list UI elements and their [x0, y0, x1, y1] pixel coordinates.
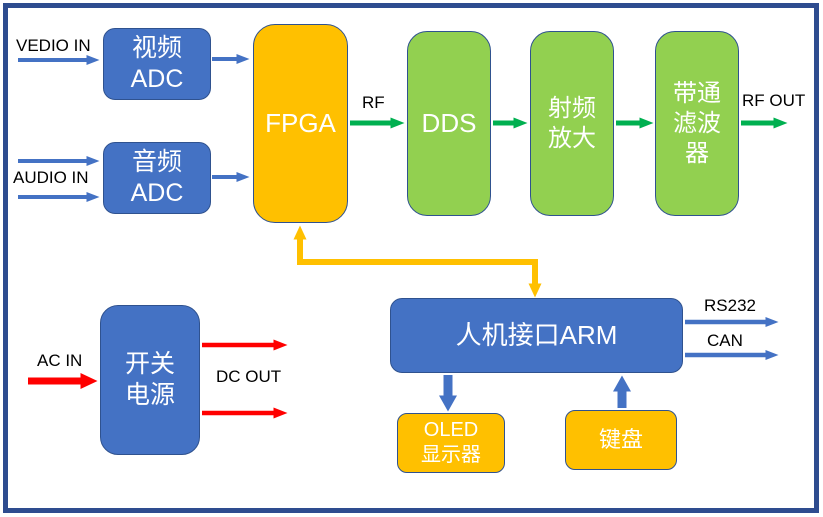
block-bandpass-filter: 带通 滤波 器: [655, 31, 739, 216]
label-can: CAN: [707, 331, 743, 350]
block-keypad: 键盘: [565, 410, 677, 470]
block-rf-amplifier: 射频 放大: [530, 31, 614, 216]
label-audio-in: AUDIO IN: [13, 168, 89, 187]
label-ac-in: AC IN: [37, 351, 83, 370]
block-dds: DDS: [407, 31, 491, 216]
fpga-arm-bidirectional-arrow: [293, 225, 542, 298]
block-video-adc: 视频 ADC: [103, 28, 211, 100]
label-rf: RF: [362, 93, 385, 112]
block-fpga: FPGA: [253, 24, 348, 223]
block-oled-display: OLED 显示器: [397, 413, 505, 473]
label-rf-out: RF OUT: [742, 91, 806, 110]
block-switching-power-supply: 开关 电源: [100, 305, 200, 455]
label-vedio-in: VEDIO IN: [16, 36, 91, 55]
label-rs232: RS232: [704, 296, 756, 315]
label-dc-out: DC OUT: [216, 367, 282, 386]
block-audio-adc: 音频 ADC: [103, 142, 211, 214]
block-hmi-arm: 人机接口ARM: [390, 298, 683, 373]
